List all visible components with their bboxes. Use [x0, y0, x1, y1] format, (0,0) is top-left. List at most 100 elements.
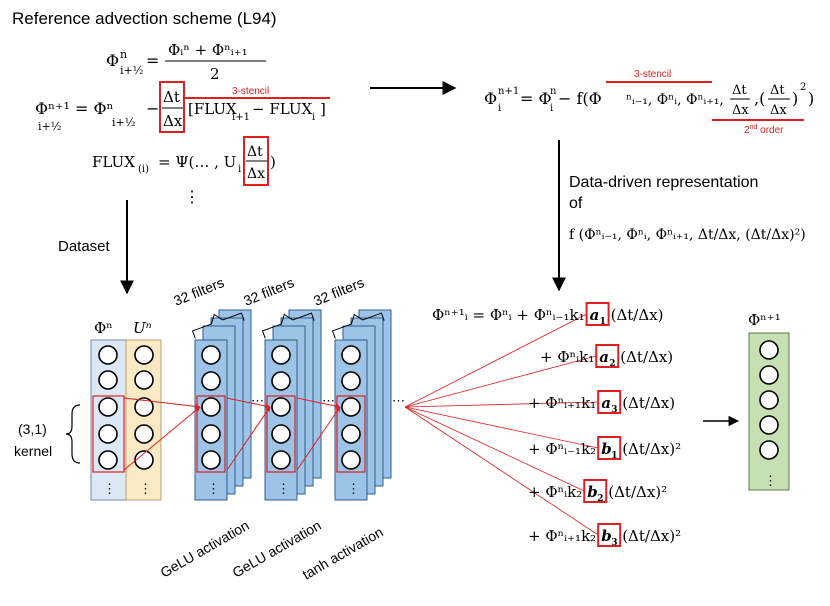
filter-brace [191, 312, 245, 339]
fan-line [404, 401, 599, 408]
u-node [134, 424, 154, 444]
update-dx: Δx [163, 112, 183, 130]
u-node [134, 345, 154, 365]
filter-brace [331, 312, 385, 339]
filter-front-layer [334, 339, 368, 501]
filter-node [341, 345, 361, 365]
fan-line [404, 406, 599, 536]
general-lhs: Φ [484, 89, 497, 108]
kernel-connection [226, 406, 271, 471]
update-lhs: Φⁿ⁺¹ [35, 99, 70, 118]
coefficient: b [601, 440, 612, 458]
half-step-equation: Φ n i+½ = Φᵢⁿ + Φⁿᵢ₊₁ 2 [106, 41, 266, 83]
phi-node [98, 397, 118, 417]
filter-front-layer [264, 339, 298, 501]
u-input-column [125, 339, 162, 501]
general-square: 2 [800, 82, 806, 93]
half-step-sub: i+½ [120, 64, 143, 77]
flux-definition: FLUX (i) = Ψ(… , U i Δt Δx ) ⋮ [92, 136, 276, 206]
half-step-lhs: Φ [106, 51, 119, 70]
filter-node [341, 450, 361, 470]
term-prefix: + Φⁿᵢ₊₁k₂ [528, 527, 596, 545]
term-suffix: (Δt/Δx) [620, 348, 673, 366]
filter-node [271, 371, 291, 391]
second-order-label: 2nd order [744, 124, 784, 136]
coefficient: a [601, 394, 611, 412]
term-prefix: + Φⁿᵢ₋₁k₂ [528, 440, 596, 458]
kernel-connection [296, 406, 341, 471]
filter-brace [261, 312, 315, 339]
term-suffix: (Δt/Δx)² [622, 527, 681, 545]
coefficient-box [597, 436, 622, 460]
general-minus-f: − f(Φ [558, 89, 602, 108]
general-dt: Δt [732, 83, 747, 98]
data-driven-line1: Data-driven representation [569, 174, 758, 191]
half-step-denominator: 2 [210, 65, 220, 83]
kernel-brace [65, 404, 81, 464]
general-lhs-sup: n+1 [498, 86, 519, 97]
coefficient-sub: 1 [600, 317, 606, 327]
output-node [759, 340, 779, 360]
kernel-word-label: kernel [14, 443, 52, 459]
flux-dt-dx-highlight [243, 136, 269, 186]
term-suffix: (Δt/Δx) [622, 394, 675, 412]
general-lhs-sub: i [498, 103, 501, 114]
stack-hdots-3: ⋯ [392, 394, 405, 409]
stencil-label-right: 3-stencil [634, 69, 671, 80]
update-minus: − [146, 99, 159, 118]
data-driven-line2: of [569, 195, 583, 212]
filter-kernel-box [336, 395, 366, 473]
term-suffix: (Δt/Δx)² [622, 440, 681, 458]
general-dx: Δx [732, 103, 749, 118]
filter-dots: ⋮ [277, 482, 290, 497]
coefficient-box [597, 390, 622, 414]
filter-dots: ⋮ [347, 482, 360, 497]
fan-line [404, 313, 587, 408]
coefficient: a [590, 306, 600, 324]
filter-node [341, 424, 361, 444]
svg-text:,(: ,( [754, 89, 765, 108]
flux-def-sub2: i [238, 164, 241, 175]
flux-sub-i: i [312, 112, 315, 123]
phi-node [98, 424, 118, 444]
coefficient: b [587, 483, 598, 501]
fan-line [404, 355, 597, 408]
filters-label-1: 32 filters [171, 274, 226, 309]
coefficient-box [585, 302, 610, 326]
flux-def-lhs: FLUX [92, 153, 135, 171]
term-prefix: Φⁿ⁺¹ᵢ = Φⁿᵢ + Φⁿᵢ₋₁k₁ [432, 306, 585, 324]
filter-node [201, 450, 221, 470]
kernel-size-label: (3,1) [18, 421, 47, 437]
filters-label-3: 32 filters [311, 274, 366, 309]
svg-text:): ) [792, 89, 798, 108]
update-lhs-sub: i+½ [38, 120, 61, 133]
flux-minus: − FLUX [252, 100, 313, 118]
filter-node [271, 424, 291, 444]
flux-sub-i1: i+1 [232, 112, 250, 123]
filter-node [201, 371, 221, 391]
filter-stack-2: ⋮ [261, 309, 322, 501]
dataset-label: Dataset [58, 238, 111, 255]
kernel-connection [123, 406, 201, 471]
term-prefix: + Φⁿᵢ₊₁k₁ [528, 394, 596, 412]
flux-bracket: [FLUX [188, 100, 237, 118]
half-step-sup: n [120, 48, 127, 61]
phi-node [98, 345, 118, 365]
general-rhs: = Φ [520, 89, 552, 108]
fan-line [404, 406, 599, 449]
kernel-connection [296, 397, 341, 409]
flux-close: ] [320, 100, 326, 118]
kernel-box-phi [92, 395, 125, 473]
filter-node [271, 397, 291, 417]
coefficient-box [597, 523, 622, 547]
flux-def-dt: Δt [247, 144, 263, 160]
filter-node [201, 424, 221, 444]
filter-node [201, 345, 221, 365]
coefficient-sub: 1 [611, 451, 617, 461]
u-input-label: Uⁿ [133, 319, 152, 337]
